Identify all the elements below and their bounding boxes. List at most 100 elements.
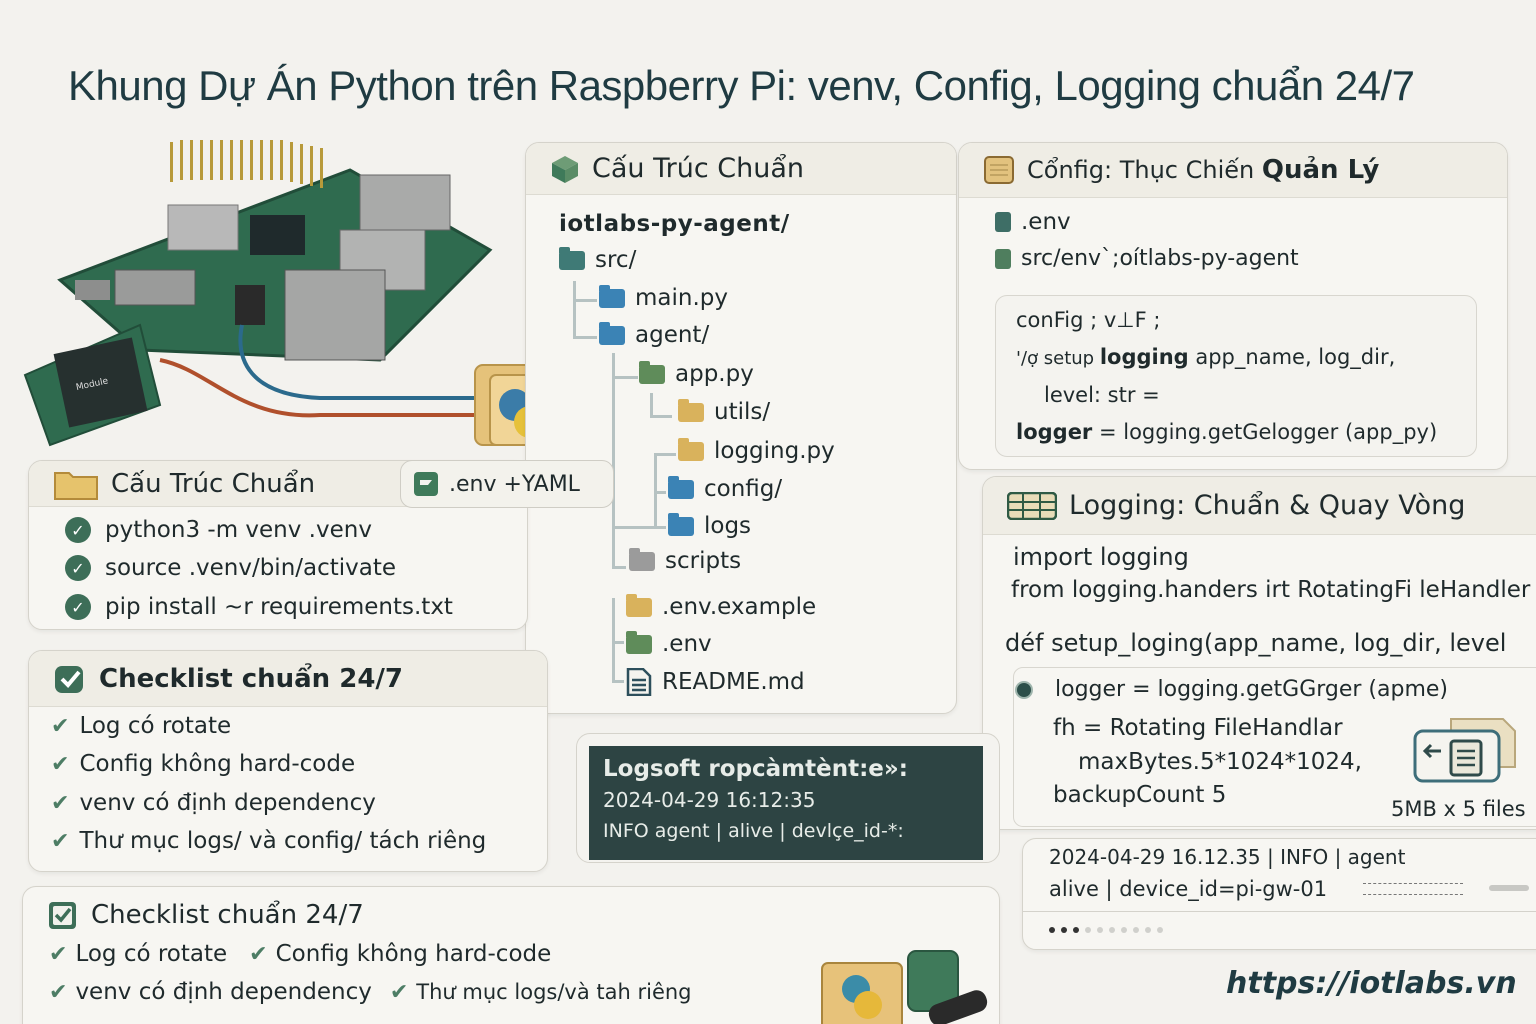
terminal-screen: Logsoft ropcàmtènt:e»: 2024-04-29 16:12:… [589, 746, 983, 860]
page-title: Khung Dự Án Python trên Raspberry Pi: ve… [68, 62, 1415, 109]
code-token: logger = logging.getGGrger (apme) [1055, 677, 1449, 702]
code-token: logger [1016, 420, 1093, 444]
folder-icon [599, 321, 625, 345]
square-bullet-icon [995, 248, 1011, 269]
logging-panel: Logging: Chuẩn & Quay Vòng import loggin… [982, 476, 1536, 830]
tree-item-readme[interactable]: README.md [626, 668, 805, 696]
code-token: '/ợ setup [1016, 348, 1100, 369]
progress-dot-empty [1109, 927, 1115, 933]
code-token: déf setup_loging(app_name, log_dir, leve… [1005, 629, 1507, 657]
code-line: fh = Rotating FileHandlar [1053, 715, 1343, 741]
dashed-divider [1363, 883, 1463, 895]
code-line: level: str = [1044, 383, 1160, 407]
table-icon [1007, 491, 1057, 520]
tree-item-agent[interactable]: agent/ [599, 321, 710, 348]
folder-icon [559, 246, 585, 270]
tree-item-label: agent/ [635, 322, 710, 348]
progress-dot-filled [1073, 927, 1079, 933]
checklist-item-label: venv có định dependency [79, 790, 376, 816]
sensor-module: Module [23, 323, 162, 447]
tree-item-label: logs [704, 513, 752, 539]
progress-dot-empty [1145, 927, 1151, 933]
progress-dot-empty [1097, 927, 1103, 933]
log-output-line: alive | device_id=pi-gw-01 [1049, 877, 1328, 901]
progress-dot-empty [1133, 927, 1139, 933]
checklist-item-label: Log có rotate [75, 941, 228, 967]
tree-item-scripts[interactable]: scripts [629, 547, 741, 574]
command-text: python3 -m venv .venv [105, 517, 372, 543]
config-title-prefix: Cổnfig: Thục Chiến [1027, 156, 1262, 184]
code-token: app_name, log_dir, [1188, 345, 1396, 369]
code-line: conFig ; v⊥F ; [1016, 308, 1161, 332]
checklist-item-label: Thư mục logs/ và config/ tách riêng [79, 828, 487, 854]
folder-icon [668, 475, 694, 499]
venv-command: ✓ python3 -m venv .venv [65, 517, 372, 543]
raspberry-pi-board [57, 140, 493, 362]
check-icon: ✔ [249, 941, 268, 967]
config-panel: Cổnfig: Thục Chiến Quản Lý .env src/env`… [958, 142, 1508, 470]
checklist-bottom-row: ✔ Log có rotate ✔ Config không hard-code [49, 941, 551, 967]
check-icon: ✔ [49, 941, 68, 967]
venv-command: ✓ pip install ~r requirements.txt [65, 594, 453, 620]
code-line: backupCount 5 [1053, 782, 1227, 808]
config-item-src-env: src/env`;oítlabs-py-agent [995, 246, 1299, 271]
tree-item-env-example[interactable]: .env.example [626, 593, 816, 620]
tree-item-src[interactable]: src/ [559, 246, 636, 273]
footer-url-link[interactable]: https://iotlabs.vn [1226, 966, 1517, 1001]
tree-item-app-py[interactable]: app.py [639, 360, 754, 387]
tree-item-label: .env [662, 631, 712, 657]
checkbox-checked-icon [49, 902, 76, 929]
config-code-block: conFig ; v⊥F ; '/ợ setup logging app_nam… [995, 295, 1477, 457]
tree-item-env[interactable]: .env [626, 630, 712, 657]
terminal-line: 2024-04-29 16:12:35 [603, 788, 816, 812]
config-item-label: .env [1021, 209, 1071, 235]
terminal-card: Logsoft ropcàmtènt:e»: 2024-04-29 16:12:… [576, 733, 1000, 863]
folder-icon [54, 471, 98, 500]
checklist-bottom-title: Checklist chuẩn 24/7 [91, 900, 364, 930]
tree-root: iotlabs-py-agent/ [559, 211, 790, 237]
tree-item-logging-py[interactable]: logging.py [678, 437, 835, 464]
tree-item-utils[interactable]: utils/ [678, 398, 771, 425]
code-token: logging [1099, 345, 1189, 369]
check-icon: ✔ [51, 790, 70, 816]
structure-panel-title: Cấu Trúc Chuẩn [592, 153, 804, 184]
tree-item-logs[interactable]: logs [668, 512, 752, 539]
tree-item-main-py[interactable]: main.py [599, 284, 728, 311]
logging-panel-header: Logging: Chuẩn & Quay Vòng [983, 477, 1536, 535]
code-line: import logging [1013, 543, 1189, 571]
structure-panel-header: Cấu Trúc Chuẩn [526, 143, 956, 195]
python-package-icon [821, 950, 988, 1024]
tree-item-label: utils/ [714, 399, 771, 425]
check-icon: ✔ [389, 979, 409, 1005]
logging-code-block [1013, 667, 1536, 827]
checklist-item-label: Thư mục logs/và tah riêng [416, 980, 692, 1004]
checklist-item: ✔ venv có định dependency [51, 790, 376, 816]
rotating-files-icon [1413, 718, 1516, 783]
config-title-bold: Quản Lý [1261, 155, 1380, 185]
checklist-panel-header: Checklist chuẩn 24/7 [29, 651, 547, 707]
code-line: from logging.handers irt RotatingFi leHa… [1011, 577, 1531, 603]
venv-command: ✓ source .venv/bin/activate [65, 555, 396, 581]
checklist-item: ✔ Thư mục logs/ và config/ tách riêng [51, 828, 486, 854]
progress-dot-empty [1121, 927, 1127, 933]
env-yaml-badge: .env +YAML [400, 460, 614, 508]
folder-icon [626, 593, 652, 617]
tree-item-config[interactable]: config/ [668, 475, 783, 502]
folder-icon [629, 547, 655, 571]
scroll-handle[interactable] [1489, 885, 1529, 891]
checklist-item: ✔ Config không hard-code [51, 751, 355, 777]
checklist-bottom-row: ✔ venv có định dependency ✔ Thư mục logs… [49, 979, 692, 1005]
config-item-label: src/env`;oítlabs-py-agent [1021, 246, 1299, 271]
bullet-icon [1017, 682, 1031, 697]
venv-panel-title: Cấu Trúc Chuẩn [111, 468, 316, 499]
checklist-item-label: Config không hard-code [79, 751, 356, 777]
check-icon: ✔ [49, 979, 68, 1005]
check-circle-icon: ✓ [65, 517, 91, 543]
file-tag-icon [414, 472, 438, 496]
code-line: logger = logging.getGGrger (apme) [1017, 677, 1448, 702]
checklist-item-label: Log có rotate [79, 713, 232, 739]
progress-dot-empty [1157, 927, 1163, 933]
tree-item-label: config/ [704, 476, 783, 502]
progress-dots [1049, 927, 1163, 933]
checklist-bottom-header: Checklist chuẩn 24/7 [23, 887, 999, 943]
